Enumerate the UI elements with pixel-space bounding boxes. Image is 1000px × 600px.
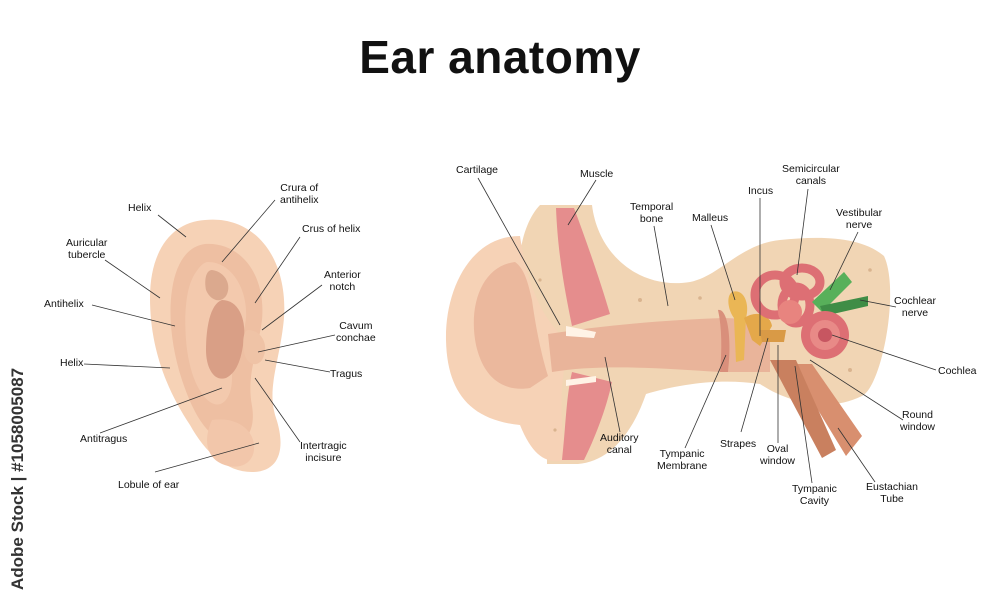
tympanic-cavity: [770, 360, 836, 458]
label-temporal-bone-line2: bone: [639, 213, 664, 225]
bone-speckle: [868, 268, 872, 272]
label-intertragic-incisure: Intertragic incisure: [300, 440, 347, 464]
label-tympanic-cavity: Tympanic Cavity: [792, 483, 837, 507]
label-tympanic-cavity-line1: Tympanic: [792, 483, 837, 495]
outer-ear-illustration: [150, 219, 285, 472]
cochlea-core: [818, 328, 832, 342]
label-temporal-bone-line1: Temporal: [630, 201, 674, 213]
label-helix-top: Helix: [128, 202, 152, 214]
label-temporal-bone: Temporal bone: [630, 201, 673, 225]
label-intertragic-line1: Intertragic: [300, 440, 347, 452]
label-tympanic-cavity-line2: Cavity: [799, 495, 830, 507]
label-crus-helix: Crus of helix: [302, 223, 361, 235]
label-antihelix: Antihelix: [44, 298, 84, 310]
label-cavum-conchae-line1: Cavum: [339, 320, 373, 332]
cartilage-piece: [566, 326, 596, 338]
label-tympanic-membrane-line1: Tympanic: [659, 448, 705, 460]
label-eustachian-line1: Eustachian: [866, 481, 918, 493]
label-semicircular-canals: Semicircular canals: [782, 163, 840, 187]
bone-speckle: [553, 428, 557, 432]
label-muscle: Muscle: [580, 168, 614, 180]
label-auditory-canal: Auditory canal: [600, 432, 639, 456]
label-eustachian-tube: Eustachian Tube: [866, 481, 918, 505]
outer-ear-lobule: [207, 419, 255, 467]
label-cochlea: Cochlea: [938, 365, 977, 377]
label-helix-mid: Helix: [60, 357, 84, 369]
label-vestibular-nerve: Vestibular nerve: [836, 207, 882, 231]
label-oval-window-line1: Oval: [766, 443, 789, 455]
label-auditory-canal-line2: canal: [606, 444, 632, 456]
ear-muscle-lower: [562, 372, 612, 460]
inner-ear-leader-lines: [477, 177, 937, 484]
ear-muscle-upper: [556, 208, 610, 326]
label-oval-window-line2: window: [760, 455, 796, 467]
bone-speckle: [698, 296, 702, 300]
label-crura-line2: antihelix: [280, 194, 319, 206]
label-vestibular-line1: Vestibular: [836, 207, 883, 219]
label-crura-antihelix: Crura of antihelix: [280, 182, 319, 206]
page-title: Ear anatomy: [359, 31, 641, 83]
auditory-canal: [548, 318, 770, 372]
stock-id-label: Adobe Stock | #1058005087: [8, 367, 27, 590]
label-cavum-conchae: Cavum conchae: [336, 320, 376, 344]
label-round-window-line2: window: [900, 421, 936, 433]
label-cavum-conchae-line2: conchae: [336, 332, 376, 344]
label-round-window-line1: Round: [902, 409, 933, 421]
cochlear-nerve: [820, 296, 868, 316]
label-auricular-tubercle-line2: tubercle: [68, 249, 106, 261]
label-auricular-tubercle-line1: Auricular: [66, 237, 108, 249]
outer-ear-leader-lines: [83, 199, 336, 473]
label-strapes: Strapes: [720, 438, 757, 450]
outer-ear-tragus: [243, 330, 266, 365]
bone-speckle: [638, 298, 642, 302]
bone-speckle: [538, 278, 542, 282]
vestibular-nerve: [812, 272, 852, 312]
label-oval-window: Oval window: [760, 443, 795, 467]
label-cartilage: Cartilage: [456, 164, 499, 176]
label-lobule: Lobule of ear: [118, 479, 180, 491]
label-tympanic-membrane: Tympanic Membrane: [657, 448, 707, 472]
strapes-shape: [760, 330, 786, 342]
label-cochlear-nerve-line2: nerve: [901, 307, 929, 319]
label-incus: Incus: [748, 185, 774, 197]
label-crura-line1: Crura of: [280, 182, 319, 194]
vestibule: [778, 300, 802, 324]
inner-ear-illustration: [445, 205, 891, 464]
label-auricular-tubercle: Auricular tubercle: [66, 237, 107, 261]
label-auditory-canal-line1: Auditory: [600, 432, 639, 444]
outer-ear-triangular-fossa: [205, 270, 229, 301]
label-anterior-notch-line2: notch: [329, 281, 356, 293]
label-tragus: Tragus: [330, 368, 363, 380]
label-intertragic-line2: incisure: [305, 452, 342, 464]
outer-ear-concha: [206, 300, 245, 379]
label-cochlear-nerve-line1: Cochlear: [894, 295, 937, 307]
label-vestibular-line2: nerve: [845, 219, 873, 231]
label-semicircular-line2: canals: [795, 175, 827, 187]
bone-speckle: [848, 368, 852, 372]
label-eustachian-line2: Tube: [880, 493, 904, 505]
label-round-window: Round window: [900, 409, 935, 433]
ear-pinna-inner: [473, 262, 548, 389]
malleus-shape: [728, 291, 748, 362]
incus-shape: [744, 313, 772, 346]
label-cochlear-nerve: Cochlear nerve: [894, 295, 936, 319]
label-anterior-notch: Anterior notch: [324, 269, 361, 293]
label-semicircular-line1: Semicircular: [782, 163, 840, 175]
label-anterior-notch-line1: Anterior: [324, 269, 361, 281]
tympanic-membrane-shape: [718, 309, 730, 372]
cartilage-piece-lower: [566, 376, 596, 386]
label-malleus: Malleus: [692, 212, 729, 224]
label-tympanic-membrane-line2: Membrane: [657, 460, 708, 472]
label-antitragus: Antitragus: [80, 433, 128, 445]
